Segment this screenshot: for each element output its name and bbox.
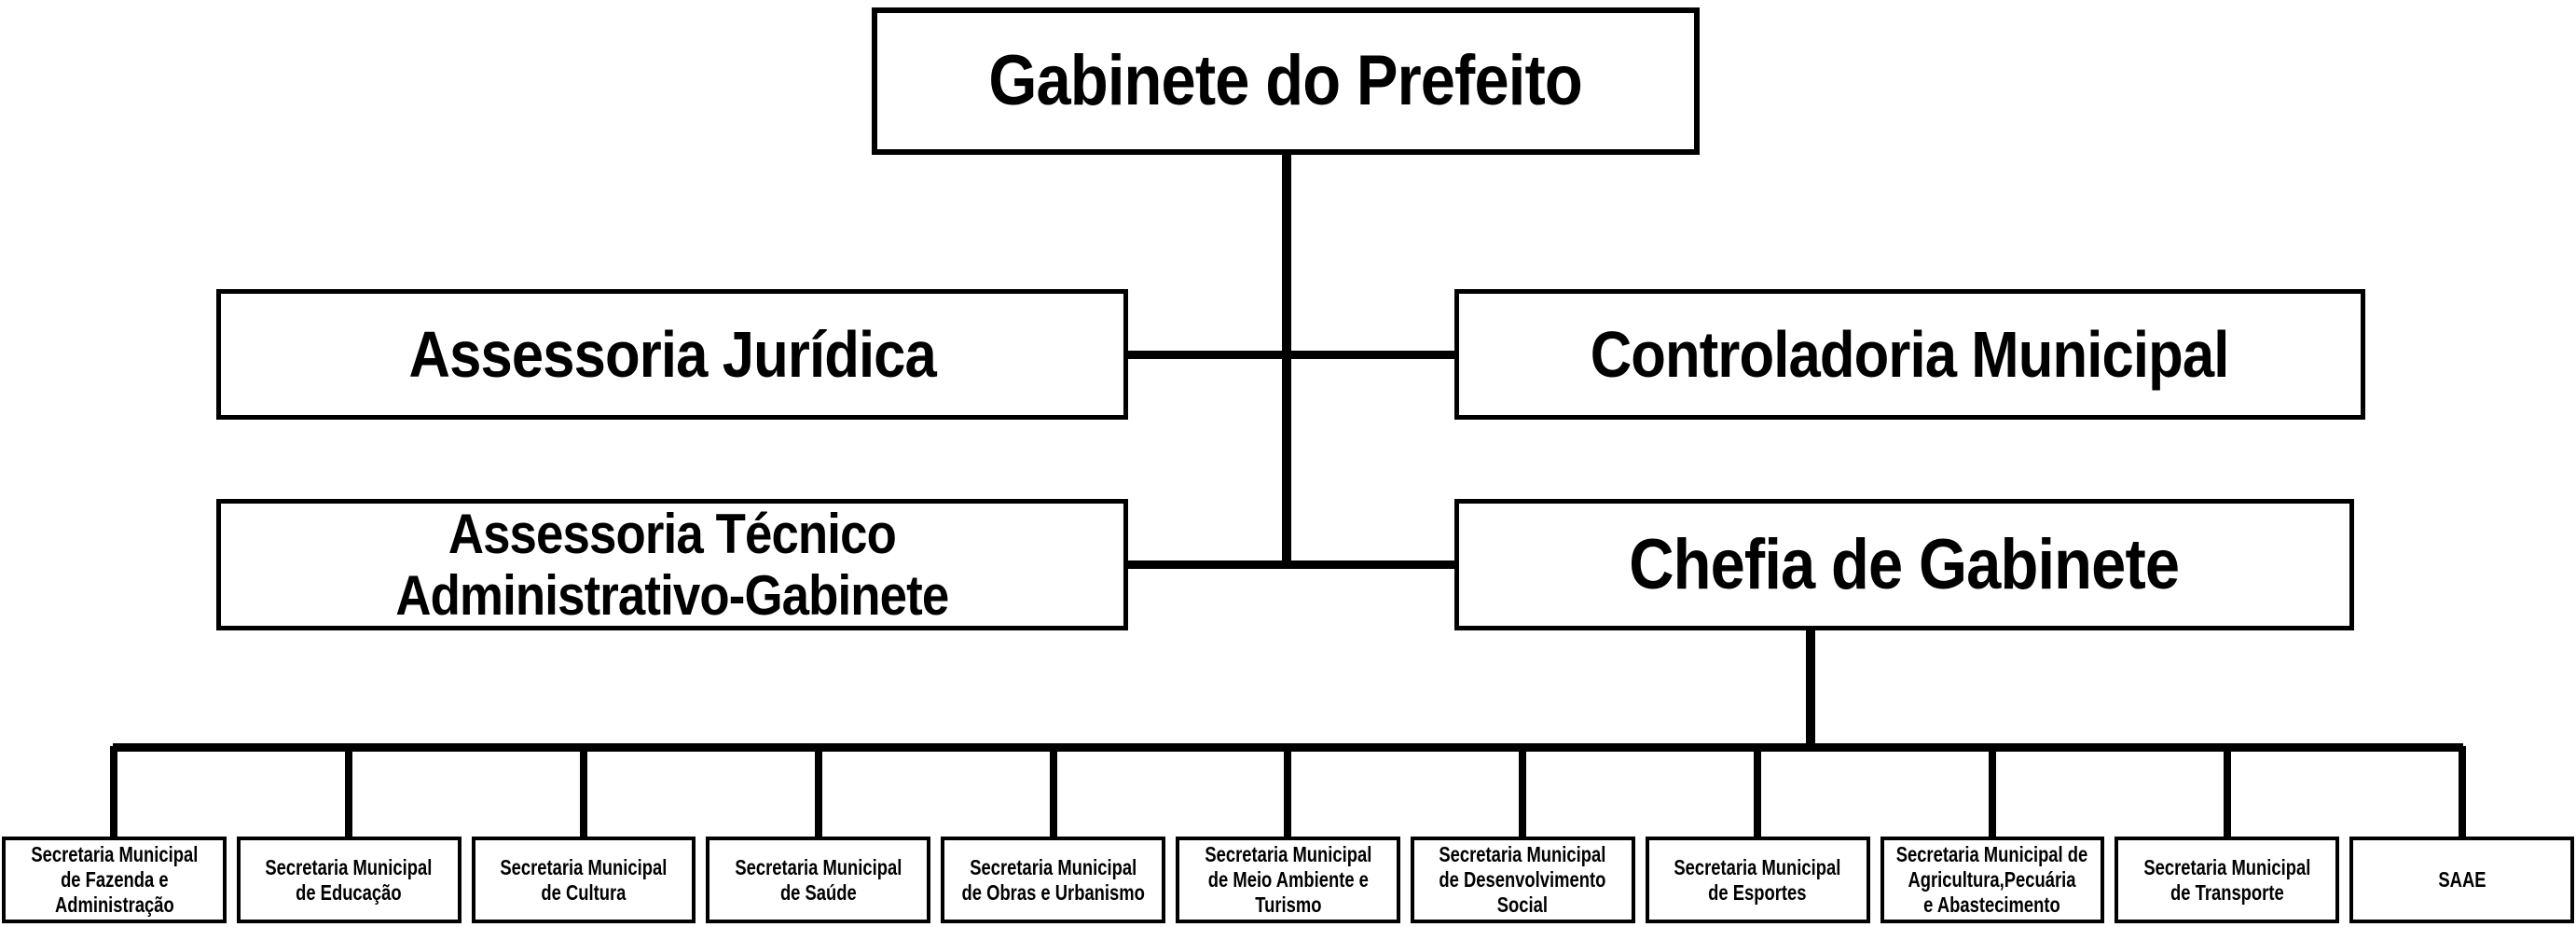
org-node-saae: SAAE [2349,746,2574,923]
org-node-label: Chefia de Gabinete [1629,524,2181,604]
connector-drop [580,746,588,837]
org-node-secretaria-fazenda-administracao: Secretaria Municipal de Fazenda e Admini… [2,746,227,923]
org-node-secretaria-saude: Secretaria Municipal de Saúde [706,746,931,923]
org-node-secretaria-agricultura-pecuaria-abastecimento: Secretaria Municipal de Agricultura,Pecu… [1880,746,2105,923]
connector-drop [110,746,118,837]
org-node-box: Secretaria Municipal de Fazenda e Admini… [2,837,227,923]
connector-drop [2458,746,2466,837]
org-node-secretaria-desenvolvimento-social: Secretaria Municipal de Desenvolvimento … [1410,746,1635,923]
connector-level2-horizontal [1124,351,1458,359]
org-node-label: Secretaria Municipal de Desenvolvimento … [1439,842,1606,917]
org-node-label: Assessoria Jurídica [408,317,936,391]
secretariats-row: Secretaria Municipal de Fazenda e Admini… [0,746,2576,923]
org-node-secretaria-transporte: Secretaria Municipal de Transporte [2115,746,2340,923]
org-node-label: Gabinete do Prefeito [988,41,1583,121]
org-node-label: Controladoria Municipal [1591,317,2230,391]
org-node-box: Secretaria Municipal de Agricultura,Pecu… [1880,837,2105,923]
connector-level3-horizontal [1124,560,1458,569]
org-node-secretaria-obras-urbanismo: Secretaria Municipal de Obras e Urbanism… [941,746,1166,923]
org-node-secretaria-educacao: Secretaria Municipal de Educação [236,746,461,923]
connector-root-spine [1282,152,1291,569]
org-node-box: Secretaria Municipal de Transporte [2115,837,2340,923]
org-node-label: Secretaria Municipal de Meio Ambiente e … [1204,842,1371,917]
org-node-secretaria-cultura: Secretaria Municipal de Cultura [471,746,696,923]
connector-drop [1284,746,1292,837]
org-node-box: Secretaria Municipal de Cultura [471,837,696,923]
connector-drop [345,746,353,837]
org-node-assessoria-juridica: Assessoria Jurídica [216,289,1128,420]
connector-drop [1049,746,1057,837]
org-node-box: SAAE [2349,837,2574,923]
org-node-label: Secretaria Municipal de Educação [265,854,433,905]
org-node-box: Secretaria Municipal de Saúde [706,837,931,923]
org-node-label: Assessoria Técnico Administrativo-Gabine… [395,502,950,627]
connector-chefia-drop [1806,627,1815,748]
org-node-box: Secretaria Municipal de Desenvolvimento … [1410,837,1635,923]
org-node-box: Secretaria Municipal de Obras e Urbanism… [941,837,1166,923]
org-node-chefia-de-gabinete: Chefia de Gabinete [1454,499,2354,630]
org-node-label: Secretaria Municipal de Agricultura,Pecu… [1896,842,2088,917]
org-node-label: Secretaria Municipal de Fazenda e Admini… [30,842,198,917]
connector-drop [1754,746,1762,837]
org-node-label: SAAE [2437,867,2486,892]
org-node-label: Secretaria Municipal de Transporte [2143,854,2311,905]
org-node-box: Secretaria Municipal de Esportes [1645,837,1870,923]
connector-drop [814,746,822,837]
org-node-secretaria-meio-ambiente-turismo: Secretaria Municipal de Meio Ambiente e … [1176,746,1400,923]
connector-drop [2223,746,2231,837]
connector-drop [1519,746,1527,837]
org-node-gabinete-do-prefeito: Gabinete do Prefeito [872,7,1700,155]
org-node-label: Secretaria Municipal de Cultura [500,854,668,905]
org-node-assessoria-tecnico-administrativo-gabinete: Assessoria Técnico Administrativo-Gabine… [216,499,1128,630]
org-node-label: Secretaria Municipal de Obras e Urbanism… [961,854,1145,905]
org-node-box: Secretaria Municipal de Meio Ambiente e … [1176,837,1400,923]
org-node-label: Secretaria Municipal de Saúde [735,854,902,905]
org-node-secretaria-esportes: Secretaria Municipal de Esportes [1645,746,1870,923]
org-node-controladoria-municipal: Controladoria Municipal [1454,289,2365,420]
connector-drop [1988,746,1996,837]
org-node-box: Secretaria Municipal de Educação [236,837,461,923]
org-node-label: Secretaria Municipal de Esportes [1674,854,1841,905]
